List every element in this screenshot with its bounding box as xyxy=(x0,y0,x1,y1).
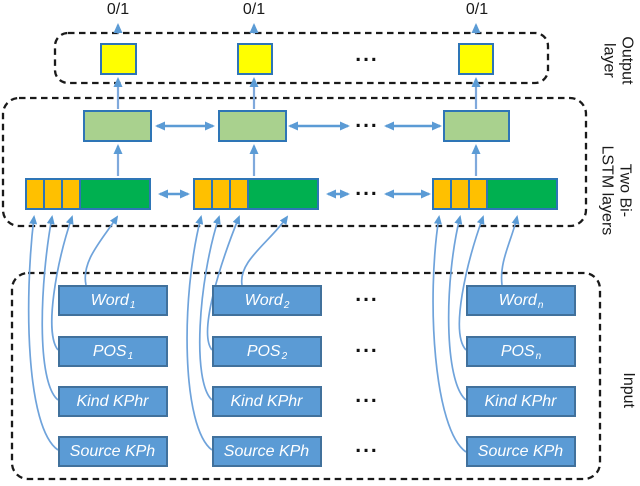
input-box-label: Word xyxy=(244,291,283,309)
output-layer-label: Output layer xyxy=(600,36,636,85)
wire-pos2-to-cell3 xyxy=(206,215,241,351)
input-box-subscript: 2 xyxy=(281,351,288,362)
ellipsis-concat-row: ... xyxy=(355,176,379,200)
wire-pos1-to-cell3 xyxy=(51,215,74,351)
input-box-source-n: Source KPh xyxy=(466,436,576,467)
input-box-kind-2: Kind KPhr xyxy=(212,386,322,417)
input-box-source-1: Source KPh xyxy=(58,436,168,467)
wire-sourceN-to-cell1 xyxy=(432,215,467,453)
feature-cell-2 xyxy=(211,178,231,210)
output-node-1 xyxy=(100,43,137,75)
wire-word1-to-embedding xyxy=(84,215,119,286)
wire-kind2-to-cell2 xyxy=(198,215,221,401)
input-box-subscript: 1 xyxy=(127,351,134,362)
concat-row-3 xyxy=(432,178,558,210)
feature-cell-1 xyxy=(432,178,452,210)
input-box-label: Source KPh xyxy=(69,442,156,460)
wire-source1-to-cell1 xyxy=(27,215,59,451)
output-layer-outline xyxy=(53,31,550,85)
ellipsis-word-row: ... xyxy=(355,282,379,306)
feature-cell-3 xyxy=(61,178,81,210)
input-box-label: Kind KPhr xyxy=(230,392,303,410)
input-box-source-2: Source KPh xyxy=(212,436,322,467)
input-box-kind-n: Kind KPhr xyxy=(466,386,576,417)
input-box-label: Kind KPhr xyxy=(76,392,149,410)
wire-posN-to-cell3 xyxy=(458,215,485,351)
input-box-label: Kind KPhr xyxy=(484,392,557,410)
input-box-label: POS xyxy=(500,342,535,360)
output-node-3 xyxy=(458,43,494,75)
output-value-2: 0/1 xyxy=(242,1,266,18)
input-box-subscript: n xyxy=(535,351,542,362)
concat-row-2 xyxy=(193,178,319,210)
ellipsis-source-row: ... xyxy=(355,433,379,457)
input-layer-label: Input xyxy=(620,372,638,408)
bilstm-top-node-2 xyxy=(218,110,287,142)
input-box-label: Word xyxy=(498,291,537,309)
feature-cell-1 xyxy=(25,178,45,210)
wire-kind1-to-cell2 xyxy=(41,215,59,401)
input-box-subscript: 1 xyxy=(129,300,136,311)
wire-word2-to-embedding xyxy=(240,215,289,286)
bilstm-horizontal-arrows xyxy=(155,121,442,199)
wire-kindN-to-cell2 xyxy=(447,215,467,401)
ellipsis-lstm-row: ... xyxy=(355,108,379,132)
wire-wordN-to-embedding xyxy=(500,215,520,286)
bilstm-top-node-1 xyxy=(83,110,152,142)
input-box-subscript: 2 xyxy=(283,300,290,311)
input-box-label: POS xyxy=(92,342,127,360)
ellipsis-pos-row: ... xyxy=(355,333,379,357)
input-box-label: Source KPh xyxy=(477,442,564,460)
feature-cell-3 xyxy=(229,178,249,210)
output-value-1: 0/1 xyxy=(106,1,130,18)
word-embedding-cell xyxy=(79,178,151,210)
concat-row-1 xyxy=(25,178,151,210)
columnN-feature-connectors xyxy=(432,215,520,453)
output-value-3: 0/1 xyxy=(465,1,489,18)
input-box-subscript: n xyxy=(537,300,544,311)
input-box-kind-1: Kind KPhr xyxy=(58,386,168,417)
bilstm-top-node-3 xyxy=(443,110,510,142)
bilstm-layer-outline xyxy=(1,96,588,228)
column1-feature-connectors xyxy=(27,215,119,451)
bilstm-layer-label: Two Bi-LSTM layers xyxy=(598,145,634,236)
input-box-label: POS xyxy=(246,342,281,360)
feature-cell-2 xyxy=(450,178,470,210)
feature-cell-2 xyxy=(43,178,63,210)
feature-cell-3 xyxy=(468,178,488,210)
input-box-label: Word xyxy=(90,291,129,309)
input-box-label: Source KPh xyxy=(223,442,310,460)
wire-source2-to-cell1 xyxy=(186,215,213,451)
feature-cell-1 xyxy=(193,178,213,210)
input-layer-outline xyxy=(10,271,602,481)
word-embedding-cell xyxy=(486,178,558,210)
word-embedding-cell xyxy=(247,178,319,210)
ellipsis-output-row: ... xyxy=(355,42,379,66)
ellipsis-kind-row: ... xyxy=(355,383,379,407)
output-node-2 xyxy=(237,43,273,75)
